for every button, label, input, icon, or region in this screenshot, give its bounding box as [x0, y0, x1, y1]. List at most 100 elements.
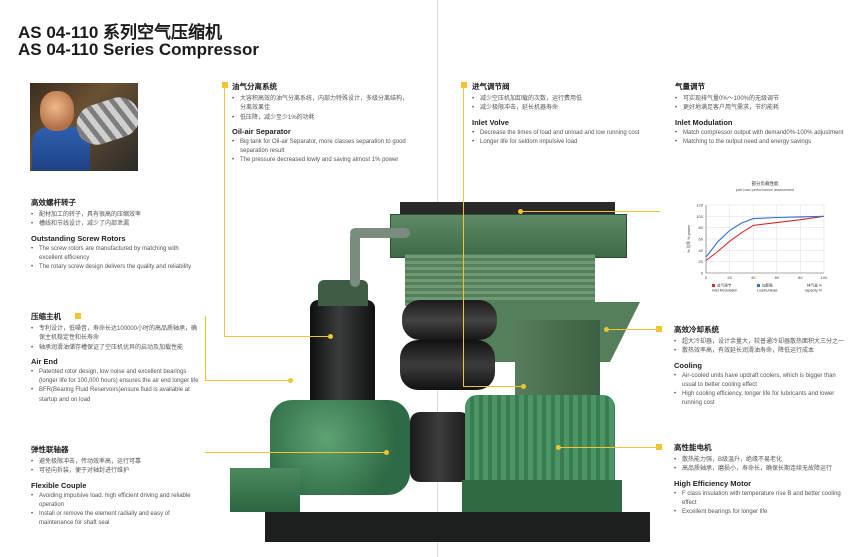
- oil-separator-cn-item: 大容积高效的油气分离系统，内部力特殊设计，多级分离结构，分离效果佳: [232, 95, 412, 114]
- inlet-valve-title-en: Inlet Volve: [472, 117, 509, 127]
- dot-modulation: [518, 209, 523, 214]
- cooling-cn-item: 散热效率高，有效延长润滑油寿命，降低运行成本: [674, 347, 846, 357]
- rotors-cn-item: 配材加工的转子，具有很高的压缩效率: [31, 211, 201, 221]
- flexible-coupling: [410, 412, 470, 482]
- cooler-fins: [405, 254, 595, 306]
- motor-foot: [462, 480, 622, 512]
- rotor-photo: [30, 83, 138, 171]
- couple-title-en: Flexible Couple: [31, 480, 87, 490]
- modulation-en-item: Matching to the output need and energy s…: [675, 138, 850, 148]
- chart-legend-label-cn: 加卸载: [762, 283, 773, 288]
- motor-cn-item: 高品质轴承，磨损小，寿命长，确保长期连续无故障运行: [674, 465, 846, 475]
- motor-title-cn: 高性能电机: [674, 443, 712, 452]
- chart-x-axis-label-en: capacity %: [805, 289, 823, 293]
- modulation-en-item: Match compressor output with demand0%-10…: [675, 129, 850, 139]
- chart-subtitle: part load performance assessment: [736, 188, 795, 192]
- inlet-filter: [402, 300, 497, 340]
- marker-cooling: [656, 326, 662, 332]
- chart-x-tick-label: 40: [751, 275, 756, 280]
- cooler-top: [400, 202, 615, 216]
- motor-title-en: High Efficiency Motor: [674, 478, 752, 488]
- marker-air-end: [75, 313, 81, 319]
- chart-legend-label-cn: 进气调节: [717, 283, 732, 288]
- chart-legend-swatch: [712, 284, 715, 287]
- modulation-cn-item: 更好地满足客户用气需求，节约能耗: [675, 104, 850, 114]
- chart-x-tick-label: 0: [705, 275, 708, 280]
- section-air-end: 压缩主机 专利设计，低噪音，寿命长达100000小时的高品质轴承，确保主机稳定性…: [31, 311, 203, 405]
- motor: [465, 395, 615, 495]
- chart-y-tick-label: 80: [699, 225, 704, 230]
- air-end-cn-item: 轴承润滑油储存槽保证了空压机优异的启动及加载性能: [31, 344, 203, 354]
- air-end-title-en: Air End: [31, 356, 58, 366]
- rotors-en-item: The rotary screw design delivers the qua…: [31, 263, 201, 273]
- leader-motor: [560, 447, 656, 448]
- dot-cooling: [604, 327, 609, 332]
- motor-cn-item: 散热能力强，B级温升，绝缘不易老化: [674, 456, 846, 466]
- oil-separator-title-cn: 油气分离系统: [232, 82, 277, 91]
- cooling-en-item: High cooling efficiency, longer life for…: [674, 390, 846, 409]
- dot-air-end: [288, 378, 293, 383]
- chart-x-axis-label: 排气量 %: [807, 283, 823, 288]
- chart-legend-swatch: [757, 284, 760, 287]
- cooling-title-cn: 高效冷却系统: [674, 325, 719, 334]
- chart-y-tick-label: 40: [699, 248, 704, 253]
- rotors-cn-item: 槽线和节线设计，减少了内部泄漏: [31, 220, 201, 230]
- chart-legend-label-en: Load/Unload: [757, 289, 777, 293]
- section-inlet-modulation: 气量调节 可实现排气量0%～100%的无级调节 更好地满足客户用气需求，节约能耗…: [675, 81, 850, 147]
- motor-en-item: F class insulation with temperature rise…: [674, 490, 846, 509]
- section-oil-separator: 油气分离系统 大容积高效的油气分离系统，内部力特殊设计，多级分离结构，分离效果佳…: [232, 81, 412, 166]
- leader-coupling: [205, 452, 385, 453]
- couple-en-item: Avoiding impulsive load, high efficient …: [31, 492, 203, 511]
- rotors-title-cn: 高效螺杆转子: [31, 198, 76, 207]
- section-flexible-couple: 弹性联轴器 避免极限冲击，传动效率高，运行可靠 可径向拆装，便于对轴封进行维护 …: [31, 444, 203, 529]
- section-cooling: 高效冷却系统 超大冷却器，设计余量大，较普通冷却器散热面积大三分之一 散热效率高…: [674, 324, 846, 409]
- oil-separator-en-item: The pressure decreased lowly and saving …: [232, 156, 412, 166]
- cooling-en-item: Air-cooled units have updraft coolers, w…: [674, 372, 846, 391]
- section-screw-rotors: 高效螺杆转子 配材加工的转子，具有很高的压缩效率 槽线和节线设计，减少了内部泄漏…: [31, 197, 201, 273]
- chart-series-line-1: [705, 215, 825, 261]
- modulation-cn-item: 可实现排气量0%～100%的无级调节: [675, 95, 850, 105]
- leader-oil-separator-h: [224, 336, 330, 337]
- modulation-title-cn: 气量调节: [675, 82, 705, 91]
- inlet-valve-cn-item: 减少极限冲击，延长机器寿命: [472, 104, 652, 114]
- cooler-frame: [390, 214, 627, 258]
- compressor-illustration: [230, 150, 650, 550]
- chart-y-tick-label: 100: [696, 214, 703, 219]
- leader-oil-separator: [224, 86, 225, 336]
- dot-inlet-valve: [521, 384, 526, 389]
- leader-inlet-valve-h: [463, 386, 523, 387]
- cooling-cn-item: 超大冷却器，设计余量大，较普通冷却器散热面积大三分之一: [674, 338, 846, 348]
- oil-separator-en-item: Big tank for Oil-air Separator, more cla…: [232, 138, 412, 157]
- air-end-en-item: BFR(Bearing Fluid Reservoirs)ensure flui…: [31, 386, 203, 405]
- page-title-en: AS 04-110 Series Compressor: [18, 40, 259, 59]
- rotors-en-item: The screw rotors are manufactured by mat…: [31, 245, 201, 264]
- cooling-title-en: Cooling: [674, 360, 702, 370]
- couple-cn-item: 避免极限冲击，传动效率高，运行可靠: [31, 458, 203, 468]
- oil-separator-cn-item: 低压降，减少至少1%的功耗: [232, 114, 412, 124]
- page-title-cn: AS 04-110 系列空气压缩机: [18, 23, 223, 42]
- leader-inlet-valve: [463, 86, 464, 386]
- couple-en-item: Install or remove the element radially a…: [31, 510, 203, 529]
- marker-inlet-valve: [461, 82, 467, 88]
- chart-x-tick-label: 100: [821, 275, 828, 280]
- inlet-valve-en-item: Decrease the times of load and unload an…: [472, 129, 652, 139]
- leader-cooling: [608, 329, 656, 330]
- dot-motor: [556, 445, 561, 450]
- pipe-vertical: [350, 232, 360, 287]
- section-inlet-valve: 进气调节阀 减少空压机加卸载的次数，运行费用低 减少极限冲击，延长机器寿命 In…: [472, 81, 652, 147]
- modulation-title-en: Inlet Modulation: [675, 117, 733, 127]
- chart-y-tick-label: 20: [699, 259, 704, 264]
- dot-coupling: [384, 450, 389, 455]
- air-end-en-item: Patented rotor design, low noise and exc…: [31, 368, 203, 387]
- chart-legend-label-en: Inlet Modulation: [712, 289, 737, 293]
- leader-air-end-v: [205, 316, 206, 380]
- dot-oil-separator: [328, 334, 333, 339]
- chart-series-line-2: [705, 215, 825, 258]
- chart-title: 部分负载性能: [752, 180, 779, 187]
- oil-separator-title-en: Oil-air Separator: [232, 126, 291, 136]
- couple-cn-item: 可径向拆装，便于对轴封进行维护: [31, 467, 203, 477]
- chart-y-axis-label: % 功率 % power: [686, 224, 691, 253]
- air-end-title-cn: 压缩主机: [31, 312, 61, 321]
